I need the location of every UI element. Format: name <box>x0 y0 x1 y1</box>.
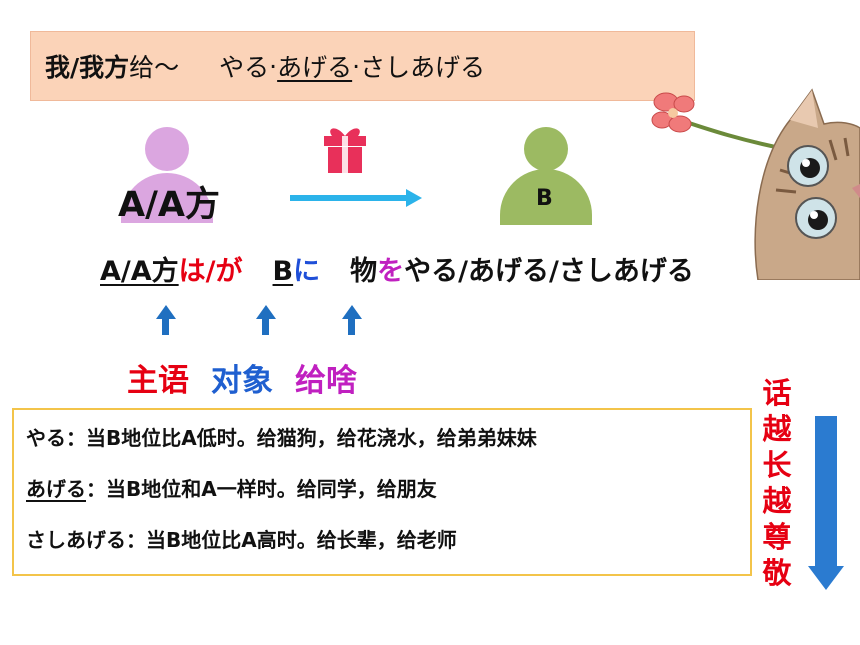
role-what: 给啥 <box>295 363 357 399</box>
title-verb-sashiageru: さしあげる <box>360 53 486 82</box>
give-arrow-line <box>290 195 410 201</box>
person-b-label: B <box>536 186 553 211</box>
explanation-text: ：当B地位比A高时。给长辈，给老师 <box>126 528 457 552</box>
down-arrow-head-icon <box>808 566 844 590</box>
person-b-head-icon <box>524 127 568 171</box>
explanation-verb: やる <box>26 426 66 450</box>
cat-illustration <box>651 88 860 280</box>
role-target: 对象 <box>211 363 273 399</box>
explanation-box: やる：当B地位比A低时。给猫狗，给花浇水，给弟弟妹妹 あげる：当B地位和A一样时… <box>12 408 752 576</box>
title-sep-2: · <box>352 51 361 81</box>
explanation-verb: さしあげる <box>26 528 126 552</box>
sentence-subject: A/A方 <box>100 256 179 287</box>
explanation-text: ：当B地位和A一样时。给同学，给朋友 <box>86 477 437 501</box>
explanation-sashiageru: さしあげる：当B地位比A高时。给长辈，给老师 <box>26 526 750 555</box>
title-banner: 我/我方给～ やる·あげる·さしあげる <box>30 31 695 101</box>
explanation-ageru: あげる：当B地位和A一样时。给同学，给朋友 <box>26 475 750 504</box>
give-arrow-head-icon <box>406 189 422 207</box>
person-a-label: A/A方 <box>118 185 220 225</box>
sentence-pattern: A/A方は/が Bに物をやる/あげる/さしあげる <box>100 249 694 288</box>
sentence-object-particle: を <box>377 256 405 287</box>
explanation-yaru: やる：当B地位比A低时。给猫狗，给花浇水，给弟弟妹妹 <box>26 424 750 453</box>
arrow-up-subject-icon <box>156 305 176 335</box>
sentence-object: 物 <box>350 256 378 287</box>
explanation-verb: あげる <box>26 477 86 501</box>
title-give: 给～ <box>129 53 180 82</box>
sentence-target: B <box>272 256 294 287</box>
role-subject: 主语 <box>127 363 189 399</box>
title-verb-yaru: やる <box>219 53 270 82</box>
sentence-target-particle: に <box>293 256 321 287</box>
arrow-up-target-icon <box>256 305 276 335</box>
title-sep-1: · <box>269 51 278 81</box>
down-arrow-shaft-icon <box>815 416 837 568</box>
title-subject: 我/我方 <box>45 53 130 82</box>
arrow-up-object-icon <box>342 305 362 335</box>
person-a-head-icon <box>145 127 189 171</box>
sentence-subject-particle: は/が <box>178 256 243 287</box>
side-note-vertical: 话越长越尊敬 <box>762 376 792 590</box>
explanation-text: ：当B地位比A低时。给猫狗，给花浇水，给弟弟妹妹 <box>66 426 537 450</box>
sentence-verbs: やる/あげる/さしあげる <box>404 256 694 287</box>
gift-box-icon <box>324 128 366 173</box>
title-verb-ageru: あげる <box>277 53 353 82</box>
role-labels: 主语对象给啥 <box>127 355 379 400</box>
